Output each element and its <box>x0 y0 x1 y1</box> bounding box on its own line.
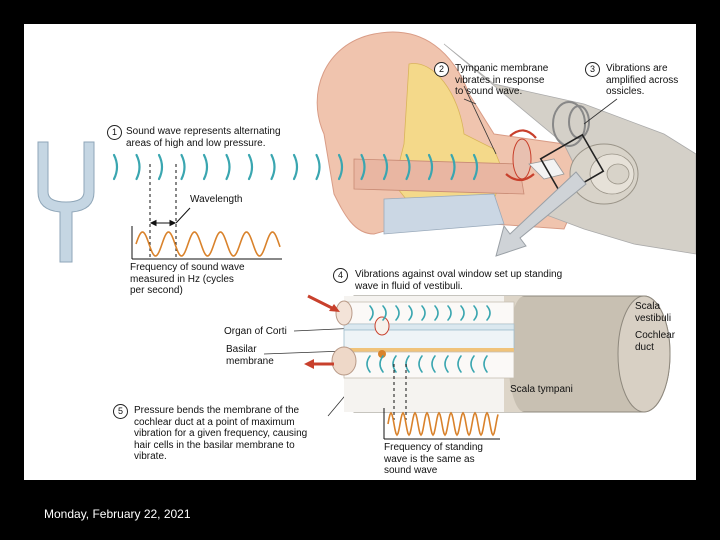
wavelength-guides <box>149 164 177 260</box>
wave-arc <box>225 153 231 181</box>
wave-arc <box>450 153 456 181</box>
wave-arc <box>421 305 426 321</box>
cochlea-cross-section <box>304 294 671 420</box>
basilar-membrane-label: Basilar membrane <box>226 344 274 367</box>
tuning-fork-icon <box>37 141 95 263</box>
wave-arc <box>447 305 452 321</box>
wave-arc <box>395 305 400 321</box>
wave-arc <box>392 355 397 373</box>
wave-arc <box>366 355 371 373</box>
wave-arc <box>157 153 164 181</box>
slide: 1 Sound wave represents alternating area… <box>24 24 696 480</box>
outer-ear-illustration <box>316 31 696 255</box>
wave-arc <box>135 153 141 181</box>
zoom-arrow <box>495 171 587 257</box>
wavelength-arrow <box>149 207 191 227</box>
step-4-badge: 4 <box>333 268 348 283</box>
step-3-text: Vibrations are amplified across ossicles… <box>606 63 679 97</box>
wave-arc <box>379 355 384 373</box>
wave-arc <box>486 305 491 321</box>
wave-arc <box>470 355 475 373</box>
wave-arc <box>472 153 479 181</box>
wave-arc <box>483 355 488 373</box>
wave-arc <box>405 153 411 181</box>
scala-tympani-label: Scala tympani <box>510 384 573 395</box>
wave-arc <box>369 305 374 321</box>
standing-frequency-label: Frequency of standing wave is the same a… <box>384 442 483 476</box>
wave-arc <box>427 153 434 181</box>
wave-arc <box>460 305 465 321</box>
wave-arc <box>382 153 389 181</box>
wave-arc <box>434 305 439 321</box>
cochlea-wave-arcs <box>366 305 491 373</box>
wave-arc <box>202 153 209 181</box>
step-3-badge: 3 <box>585 62 600 77</box>
scala-vestibuli-label: Scala vestibuli <box>635 301 672 324</box>
step-1-badge: 1 <box>107 125 122 140</box>
step-2-badge: 2 <box>434 62 449 77</box>
ear-diagram <box>37 31 696 440</box>
wave-arc <box>382 305 387 321</box>
wave-arc <box>408 305 413 321</box>
organ-of-corti-label: Organ of Corti <box>224 326 287 337</box>
sound-frequency-graph <box>131 226 282 260</box>
wave-arc <box>444 355 449 373</box>
step-4-text: Vibrations against oval window set up st… <box>355 269 563 292</box>
wavelength-label: Wavelength <box>190 194 243 205</box>
wave-arc <box>292 153 299 181</box>
wave-arc <box>418 355 423 373</box>
wave-arc <box>315 153 321 181</box>
wave-arc <box>457 355 462 373</box>
cochlear-duct-label: Cochlear duct <box>635 330 676 353</box>
step-1-text: Sound wave represents alternating areas … <box>126 126 281 149</box>
wave-arc <box>112 153 119 181</box>
sound-wave-arcs <box>112 153 479 181</box>
wave-arc <box>360 153 366 181</box>
wave-arc <box>180 153 186 181</box>
step-5-text: Pressure bends the membrane of the cochl… <box>134 405 308 462</box>
wave-arc <box>270 153 276 181</box>
wave-arc <box>431 355 436 373</box>
wave-arc <box>337 153 344 181</box>
standing-wave-graph <box>383 408 500 440</box>
wave-arc <box>473 305 478 321</box>
footer-date: Monday, February 22, 2021 <box>44 507 191 521</box>
sound-frequency-label: Frequency of sound wave measured in Hz (… <box>130 262 245 296</box>
step-2-text: Tympanic membrane vibrates in response t… <box>455 63 549 97</box>
wave-arc <box>247 153 254 181</box>
step-5-badge: 5 <box>113 404 128 419</box>
